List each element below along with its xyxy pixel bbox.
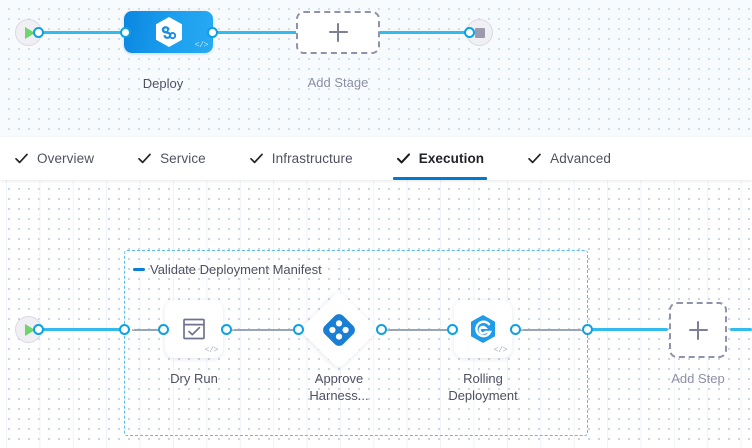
tab-advanced[interactable]: Advanced: [527, 137, 611, 180]
exec-start-port[interactable]: [33, 324, 44, 335]
dryrun-output-port[interactable]: [221, 324, 232, 335]
step-node-rolling-deployment[interactable]: </>: [454, 300, 512, 358]
group-output-port[interactable]: [582, 324, 593, 335]
group-input-port[interactable]: [119, 324, 130, 335]
dry-run-code-badge[interactable]: </>: [204, 346, 219, 355]
rolling-deployment-icon: [471, 315, 495, 343]
approve-output-port[interactable]: [376, 324, 387, 335]
check-icon: [249, 151, 264, 166]
rolling-deployment-code-badge[interactable]: </>: [493, 346, 508, 355]
connector-start-to-deploy: [36, 31, 126, 34]
step-label-approve-harness: Approve Harness...: [309, 371, 369, 403]
check-icon: [527, 151, 542, 166]
dryrun-input-port[interactable]: [158, 324, 169, 335]
connector-approve-to-rolling: [387, 329, 449, 331]
exec-start-node[interactable]: [15, 316, 42, 343]
plus-icon: [688, 320, 708, 340]
tab-label-infrastructure: Infrastructure: [271, 151, 353, 166]
stage-graph-canvas[interactable]: </> Deploy Add Stage: [0, 0, 752, 137]
rolling-output-port[interactable]: [510, 324, 521, 335]
check-icon: [14, 151, 29, 166]
harness-approval-icon-wrap: [323, 314, 355, 346]
stage-node-deploy[interactable]: </>: [124, 11, 213, 53]
connector-deploy-to-addstage: [212, 31, 304, 34]
tab-overview[interactable]: Overview: [14, 137, 94, 180]
stop-icon: [474, 27, 485, 38]
harness-hexagon-icon: [155, 17, 182, 47]
play-icon: [25, 26, 35, 39]
deploy-output-port[interactable]: [207, 27, 218, 38]
tab-label-advanced: Advanced: [550, 151, 611, 166]
connector-rolling-to-groupend: [521, 329, 583, 331]
step-label-rolling-deployment: Rolling Deployment: [448, 371, 518, 403]
connector-addstep-to-right: [730, 328, 752, 331]
step-group-validate-deployment-manifest[interactable]: [124, 250, 588, 436]
execution-graph-canvas[interactable]: Validate Deployment Manifest: [0, 180, 752, 448]
add-step-label: Add Step: [671, 371, 725, 386]
step-node-dry-run[interactable]: </>: [165, 300, 223, 358]
connector-dryrun-to-approve: [232, 329, 296, 331]
add-stage-button[interactable]: [296, 11, 380, 54]
check-icon: [396, 151, 411, 166]
add-stage-label: Add Stage: [307, 75, 369, 90]
connector-addstage-to-end: [372, 31, 472, 34]
connector-exec-start-to-group: [36, 328, 126, 331]
step-label-dry-run: Dry Run: [170, 371, 218, 386]
tab-infrastructure[interactable]: Infrastructure: [249, 137, 353, 180]
harness-approval-icon: [323, 314, 355, 346]
tab-service[interactable]: Service: [137, 137, 206, 180]
check-icon: [137, 151, 152, 166]
step-group-title: Validate Deployment Manifest: [150, 262, 322, 277]
deploy-code-badge[interactable]: </>: [194, 41, 209, 50]
plus-icon: [328, 23, 348, 42]
approve-input-port[interactable]: [293, 324, 304, 335]
deploy-input-port[interactable]: [120, 27, 131, 38]
minus-icon[interactable]: [133, 268, 145, 271]
end-node-port[interactable]: [464, 27, 475, 38]
tab-execution[interactable]: Execution: [392, 137, 488, 180]
play-icon: [25, 323, 35, 336]
step-group-header[interactable]: Validate Deployment Manifest: [133, 262, 322, 277]
connector-group-to-addstep: [592, 328, 668, 331]
start-node-port[interactable]: [33, 27, 44, 38]
tab-label-service: Service: [160, 151, 206, 166]
add-step-button[interactable]: [669, 302, 727, 358]
stage-label-deploy: Deploy: [142, 76, 184, 91]
stage-tab-bar: Overview Service Infrastructure Executio…: [0, 137, 752, 180]
tab-label-overview: Overview: [37, 151, 95, 166]
rolling-input-port[interactable]: [447, 324, 458, 335]
tab-label-execution: Execution: [418, 151, 485, 166]
shell-script-check-icon: [183, 318, 205, 340]
connector-group-to-dryrun: [132, 329, 160, 331]
